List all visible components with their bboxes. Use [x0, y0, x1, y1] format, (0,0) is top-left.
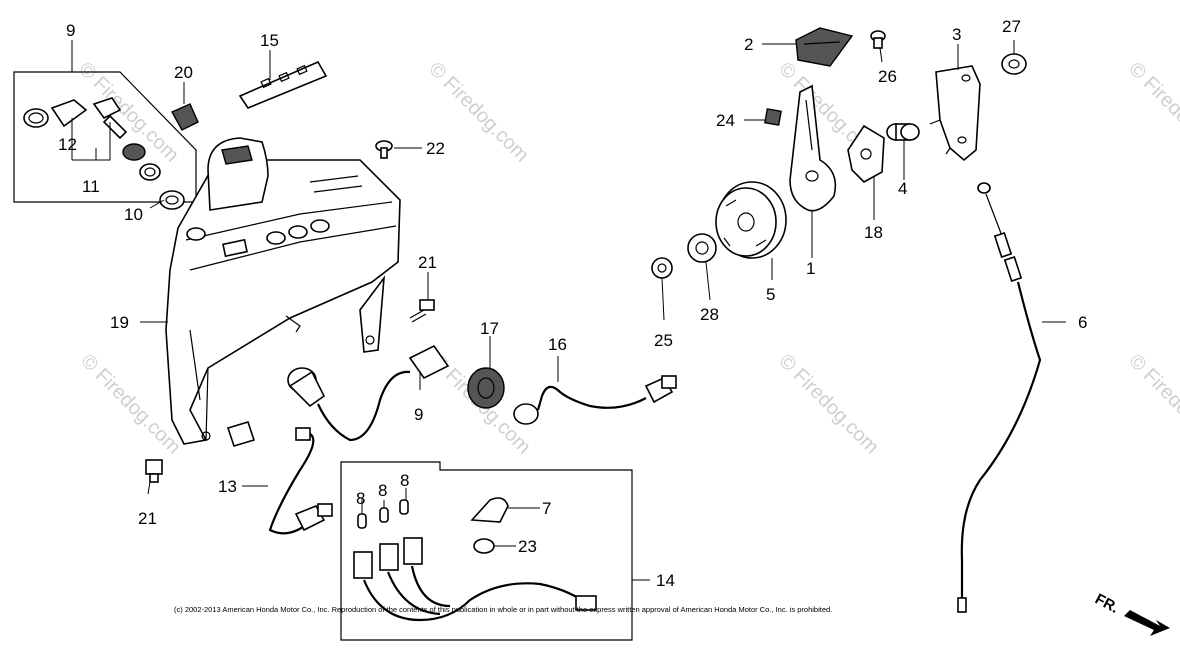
bulbs-8 [357, 499, 409, 529]
switch-harness-9 [287, 344, 450, 442]
clip-20 [171, 103, 199, 131]
callout-3: 3 [952, 25, 961, 44]
callout-8b: 8 [378, 481, 387, 500]
control-box-19 [165, 137, 401, 445]
bolt-21-lower [145, 459, 163, 483]
nut-24 [764, 108, 782, 126]
callout-9-switch: 9 [414, 405, 423, 424]
cover-2 [795, 27, 854, 67]
ignition-key-set [23, 97, 161, 181]
bolt-21-upper [409, 299, 435, 323]
nut-27 [1001, 53, 1027, 75]
callout-22: 22 [426, 139, 445, 158]
nut-23 [473, 538, 495, 554]
wire-harness-13 [226, 421, 333, 535]
lever-1 [789, 84, 837, 212]
clamp-7 [470, 497, 509, 523]
callout-8c: 8 [400, 471, 409, 490]
callout-21-lower: 21 [138, 509, 157, 528]
callout-10: 10 [124, 205, 143, 224]
watermark: © Firedog.com [1124, 350, 1180, 459]
bracket-3 [929, 65, 981, 162]
callout-27: 27 [1002, 17, 1021, 36]
drum-5 [715, 181, 787, 259]
washer-25 [651, 257, 673, 279]
callout-4: 4 [898, 179, 907, 198]
front-direction-marker: FR. [1092, 591, 1170, 636]
grommet-10 [159, 190, 185, 210]
callout-25: 25 [654, 331, 673, 350]
kit-9-box [13, 71, 197, 203]
callout-9-kit: 9 [66, 21, 75, 40]
callout-5: 5 [766, 285, 775, 304]
wire-harness-14 [353, 537, 597, 622]
plate-18 [847, 124, 885, 183]
callout-24: 24 [716, 111, 735, 130]
screw-26 [870, 30, 886, 49]
collar-4 [886, 123, 920, 141]
callout-23: 23 [518, 537, 537, 556]
callout-20: 20 [174, 63, 193, 82]
callout-2: 2 [744, 35, 753, 54]
callout-labels: 1 2 3 4 5 6 7 8 8 8 9 9 10 11 12 13 14 1… [58, 17, 1087, 590]
grommet-17 [467, 367, 505, 409]
screw-22 [375, 140, 393, 159]
label-15 [238, 60, 328, 109]
wire-16 [513, 375, 677, 425]
callout-11: 11 [82, 177, 100, 196]
fr-label: FR. [1092, 591, 1121, 617]
callout-7: 7 [542, 499, 551, 518]
leader-lines [71, 40, 1066, 581]
callout-6: 6 [1078, 313, 1087, 332]
callout-17: 17 [480, 319, 499, 338]
watermark: © Firedog.com [774, 350, 883, 459]
callout-13: 13 [218, 477, 237, 496]
callout-19: 19 [110, 313, 129, 332]
callout-14: 14 [656, 571, 675, 590]
callout-28: 28 [700, 305, 719, 324]
callout-15: 15 [260, 31, 279, 50]
callout-16: 16 [548, 335, 567, 354]
callout-8a: 8 [356, 489, 365, 508]
callout-26: 26 [878, 67, 897, 86]
callout-1: 1 [806, 259, 815, 278]
washer-28 [687, 233, 717, 263]
kit-14-box [340, 461, 633, 641]
callout-12: 12 [58, 135, 77, 154]
callout-18: 18 [864, 223, 883, 242]
throttle-cable-6 [957, 182, 1042, 613]
watermark: © Firedog.com [1124, 58, 1180, 167]
callout-21-upper: 21 [418, 253, 437, 272]
copyright-notice: (c) 2002-2013 American Honda Motor Co., … [174, 605, 832, 614]
